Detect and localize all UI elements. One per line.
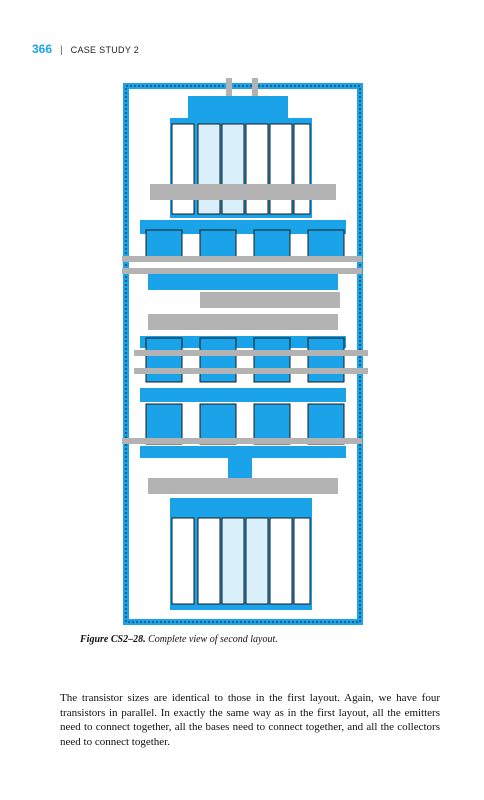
base-wire-5 [122, 438, 362, 444]
emitter-stem [228, 458, 252, 478]
running-head: CASE STUDY 2 [70, 45, 140, 55]
top-transistor-fingers [171, 123, 311, 215]
transistor-row-1 [145, 229, 345, 261]
emitter-bus-4 [140, 388, 346, 402]
header-separator: | [60, 45, 63, 56]
emitter-bus-2 [148, 274, 338, 290]
emitter-bus-3 [140, 336, 346, 348]
layout-figure [122, 78, 368, 625]
emitter-bus-1 [140, 220, 346, 234]
bottom-transistor-fingers [171, 517, 311, 605]
bottom-gray-strap [148, 478, 338, 494]
mid-gray-strap [200, 292, 340, 308]
figure-label: Figure CS2–28. [80, 634, 146, 645]
page-number: 366 [32, 42, 53, 56]
page-header: 366 | CASE STUDY 2 [32, 42, 139, 58]
transistor-row-2 [145, 337, 345, 383]
mid-gray-strap-2 [148, 314, 338, 330]
body-paragraph: The transistor sizes are identical to th… [60, 692, 440, 748]
transistor-row-3 [145, 403, 345, 445]
base-wire-2 [122, 268, 362, 274]
emitter-bus-5 [140, 446, 346, 458]
base-wire-4 [134, 368, 368, 374]
top-collector-bar [188, 96, 288, 120]
base-wire-3 [134, 350, 368, 356]
top-gray-strap [150, 184, 336, 200]
figure-caption: Figure CS2–28. Complete view of second l… [80, 634, 278, 645]
figure-title: Complete view of second layout. [148, 634, 278, 645]
base-wire-1 [122, 256, 362, 262]
